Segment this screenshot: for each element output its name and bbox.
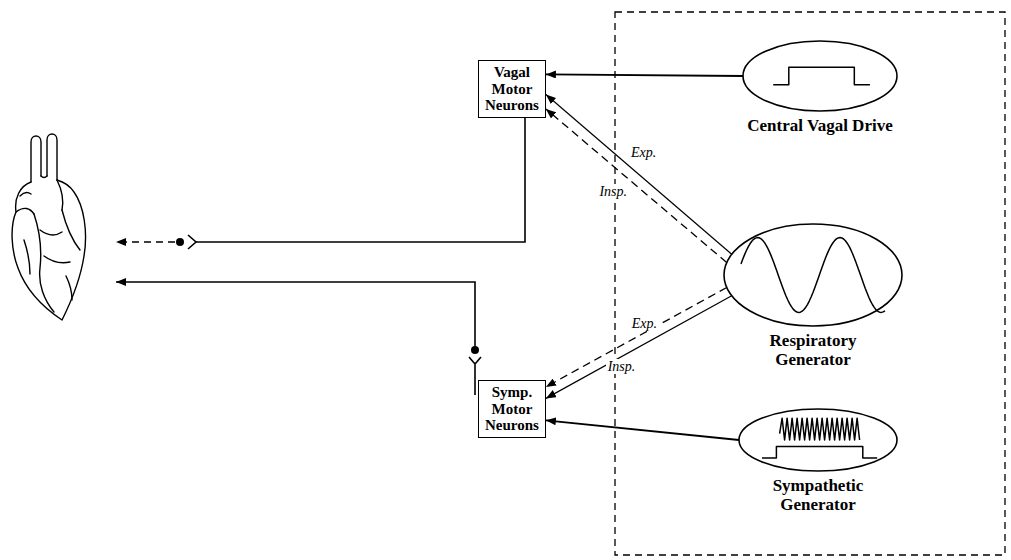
symp-postganglionic [116, 282, 475, 348]
heart-illustration [12, 134, 85, 320]
edge-arrow [546, 74, 743, 76]
phase-label: Insp. [597, 184, 629, 199]
generator-label: Sympathetic Generator [773, 477, 864, 514]
edge-arrow [546, 296, 732, 399]
vagal-efferent [196, 100, 525, 242]
ellipse-outline [738, 408, 898, 472]
box-label: Vagal Motor Neurons [485, 64, 539, 114]
neuron-box: Symp. Motor Neurons [478, 380, 546, 438]
edge-arrow [546, 420, 739, 440]
phase-label: Exp. [629, 145, 658, 160]
waveform-symbol [773, 67, 870, 84]
phase-label: Insp. [606, 359, 638, 374]
edge-arrow [546, 288, 727, 387]
region-boundary [615, 12, 1005, 555]
waveform-symbol [762, 418, 877, 458]
synapse-dot [471, 346, 479, 354]
generator-label: Central Vagal Drive [747, 117, 892, 136]
generator-ellipse: Respiratory Generator [723, 223, 903, 369]
phase-label: Exp. [630, 316, 659, 331]
neuron-box: Vagal Motor Neurons [478, 60, 546, 118]
generator-ellipse: Central Vagal Drive [742, 40, 898, 136]
synapse-fork [188, 235, 196, 249]
edge-arrow [546, 109, 727, 263]
ellipse-outline [742, 40, 898, 112]
ellipse-outline [723, 223, 903, 327]
box-label: Symp. Motor Neurons [485, 384, 539, 434]
edge-arrow [546, 95, 732, 255]
waveform-symbol [741, 238, 885, 313]
synapse-dot [176, 238, 184, 246]
generator-label: Respiratory Generator [770, 332, 857, 369]
generator-ellipse: Sympathetic Generator [738, 408, 898, 514]
vagal-postganglionic [116, 241, 175, 243]
